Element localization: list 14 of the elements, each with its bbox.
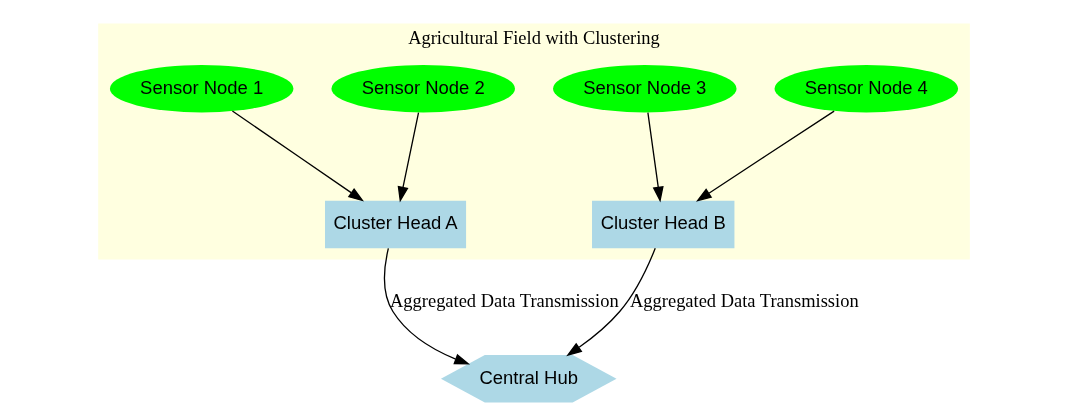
arrow bbox=[231, 110, 364, 202]
node-box: Cluster Head B bbox=[591, 200, 734, 249]
edge-label: Aggregated Data Transmission bbox=[629, 290, 859, 311]
arrow bbox=[383, 247, 470, 365]
arrow bbox=[397, 111, 419, 203]
arrow bbox=[565, 247, 656, 357]
node-ellipse: Sensor Node 3 bbox=[552, 64, 737, 113]
edge-label: Aggregated Data Transmission bbox=[389, 290, 619, 311]
node-ellipse: Sensor Node 2 bbox=[330, 64, 515, 113]
node-box: Cluster Head A bbox=[324, 200, 466, 249]
arrow bbox=[695, 110, 835, 202]
arrow bbox=[646, 111, 664, 203]
node-ellipse: Sensor Node 1 bbox=[109, 64, 293, 113]
node-ellipse: Sensor Node 4 bbox=[774, 64, 958, 113]
